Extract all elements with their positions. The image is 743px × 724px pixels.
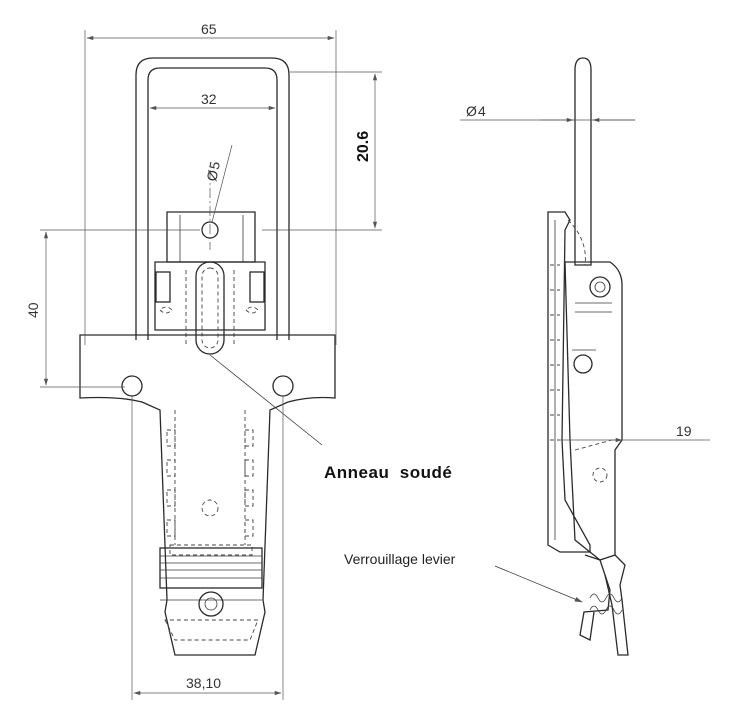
dim-width-total: 65 xyxy=(201,21,217,37)
dim-pin-diameter: 4 xyxy=(478,103,486,119)
side-pivot-hole xyxy=(589,276,611,298)
lock-screw xyxy=(198,591,224,617)
wire-bail-outer xyxy=(135,57,290,340)
side-rod xyxy=(574,57,592,266)
base-plate xyxy=(79,334,336,656)
dim-side-offset: 19 xyxy=(676,423,692,439)
front-dimensions: 65 32 Ø 5 20.6 40 38,10 xyxy=(25,21,382,700)
mount-hole-right xyxy=(272,375,294,397)
dim-height-top: 20.6 xyxy=(355,131,372,162)
welded-ring-slot xyxy=(195,261,225,355)
side-lever-body xyxy=(564,261,623,561)
lever-grip xyxy=(159,544,263,641)
side-lower-hole xyxy=(573,354,593,374)
side-lever-grip xyxy=(579,554,611,641)
front-view xyxy=(79,57,336,656)
side-base-plate xyxy=(547,211,591,553)
dim-base-width: 38,10 xyxy=(186,675,221,691)
lever-housing xyxy=(154,261,266,331)
lever-lock-leader xyxy=(494,565,583,603)
welded-ring-leader xyxy=(209,354,323,446)
dim-height-side: 40 xyxy=(25,302,41,318)
side-spring xyxy=(589,593,623,615)
dim-inner-width: 32 xyxy=(201,91,217,107)
side-view: Ø 4 19 xyxy=(460,57,710,656)
label-lever-lock: Verrouillage levier xyxy=(344,551,456,567)
label-welded-ring: Anneau soudé xyxy=(324,463,452,482)
dim-hole-diameter: 5 xyxy=(206,160,223,171)
dim-pin-diameter-symbol: Ø xyxy=(466,103,477,119)
wire-bail-inner xyxy=(147,67,278,340)
mount-hole-left xyxy=(121,375,143,397)
dim-hole-diameter-symbol: Ø xyxy=(203,169,221,183)
